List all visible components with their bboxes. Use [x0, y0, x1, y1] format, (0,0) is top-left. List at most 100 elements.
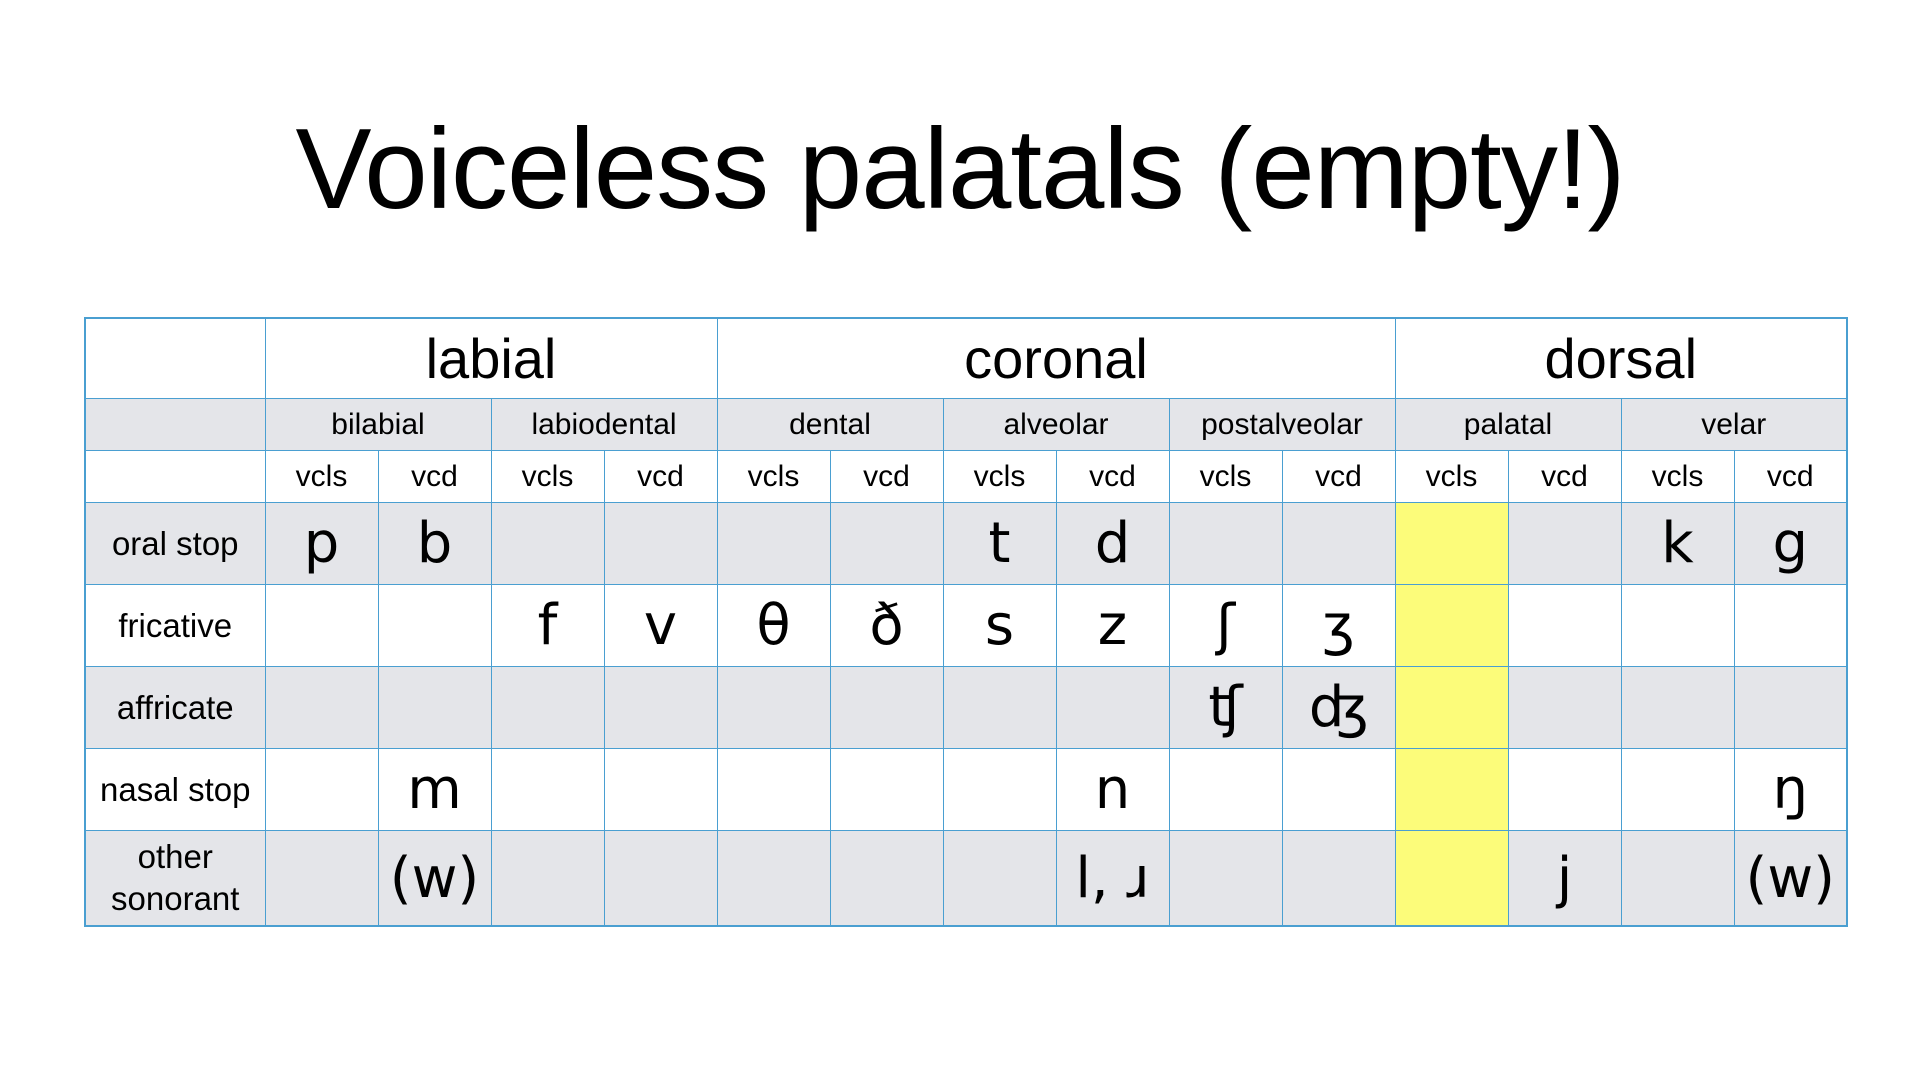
phoneme-cell — [1507, 666, 1622, 749]
voicing-vcd: vcd — [1733, 450, 1848, 503]
highlighted-voiceless-palatal-cell — [1394, 502, 1509, 585]
phoneme-cell — [829, 830, 944, 927]
phoneme-cell — [1281, 748, 1396, 831]
manner-label: oral stop — [84, 502, 266, 585]
subplace-palatal: palatal — [1394, 398, 1622, 451]
voicing-vcls: vcls — [1394, 450, 1509, 503]
subplace-dental: dental — [716, 398, 944, 451]
voicing-vcls: vcls — [490, 450, 605, 503]
phoneme-cell — [716, 748, 831, 831]
phoneme-cell: t — [942, 502, 1057, 585]
phoneme-cell: θ — [716, 584, 831, 667]
phoneme-cell — [1281, 502, 1396, 585]
phoneme-cell — [603, 830, 718, 927]
phoneme-cell — [1168, 830, 1283, 927]
voicing-corner-cell — [84, 450, 266, 503]
subplace-alveolar: alveolar — [942, 398, 1170, 451]
phoneme-cell: (w) — [377, 830, 492, 927]
subplace-bilabial: bilabial — [264, 398, 492, 451]
phoneme-cell — [264, 748, 379, 831]
phoneme-cell — [829, 502, 944, 585]
phoneme-cell — [490, 830, 605, 927]
phoneme-cell — [716, 830, 831, 927]
voicing-vcls: vcls — [1168, 450, 1283, 503]
phoneme-cell — [490, 502, 605, 585]
phoneme-cell: g — [1733, 502, 1848, 585]
voicing-vcd: vcd — [377, 450, 492, 503]
phoneme-cell — [490, 666, 605, 749]
subplace-corner-cell — [84, 398, 266, 451]
phoneme-cell: v — [603, 584, 718, 667]
voicing-vcd: vcd — [603, 450, 718, 503]
phoneme-cell — [1055, 666, 1170, 749]
subplace-velar: velar — [1620, 398, 1848, 451]
phoneme-cell — [1507, 502, 1622, 585]
phoneme-cell — [1507, 584, 1622, 667]
phoneme-cell — [264, 830, 379, 927]
corner-cell — [84, 317, 266, 399]
highlighted-voiceless-palatal-cell — [1394, 748, 1509, 831]
phoneme-cell — [1168, 502, 1283, 585]
phoneme-cell — [716, 502, 831, 585]
phoneme-cell: n — [1055, 748, 1170, 831]
phoneme-cell — [942, 830, 1057, 927]
phoneme-cell — [942, 666, 1057, 749]
phoneme-cell: ʒ — [1281, 584, 1396, 667]
phoneme-cell — [716, 666, 831, 749]
place-dorsal: dorsal — [1394, 317, 1848, 399]
phoneme-cell — [264, 666, 379, 749]
phoneme-cell: j — [1507, 830, 1622, 927]
highlighted-voiceless-palatal-cell — [1394, 666, 1509, 749]
phoneme-cell: ʤ — [1281, 666, 1396, 749]
consonant-chart: labial coronal dorsal bilabial labiodent… — [84, 317, 1848, 927]
place-header-row: labial coronal dorsal — [84, 317, 1848, 399]
subplace-postalveolar: postalveolar — [1168, 398, 1396, 451]
phoneme-cell — [1620, 584, 1735, 667]
phoneme-cell — [377, 584, 492, 667]
phoneme-cell — [377, 666, 492, 749]
voicing-vcd: vcd — [1507, 450, 1622, 503]
phoneme-cell — [1620, 830, 1735, 927]
manner-label: fricative — [84, 584, 266, 667]
phoneme-cell — [1507, 748, 1622, 831]
manner-label: other sonorant — [84, 830, 266, 927]
place-coronal: coronal — [716, 317, 1396, 399]
place-labial: labial — [264, 317, 718, 399]
voicing-vcd: vcd — [1281, 450, 1396, 503]
phoneme-cell: ŋ — [1733, 748, 1848, 831]
phoneme-cell: k — [1620, 502, 1735, 585]
phoneme-cell: b — [377, 502, 492, 585]
phoneme-cell — [1281, 830, 1396, 927]
phoneme-cell — [490, 748, 605, 831]
phoneme-cell: m — [377, 748, 492, 831]
phoneme-cell: p — [264, 502, 379, 585]
voicing-vcls: vcls — [942, 450, 1057, 503]
subplace-labiodental: labiodental — [490, 398, 718, 451]
phoneme-cell — [829, 666, 944, 749]
phoneme-cell — [942, 748, 1057, 831]
phoneme-cell — [1620, 748, 1735, 831]
phoneme-cell: s — [942, 584, 1057, 667]
phoneme-cell: ʧ — [1168, 666, 1283, 749]
highlighted-voiceless-palatal-cell — [1394, 584, 1509, 667]
phoneme-cell: ʃ — [1168, 584, 1283, 667]
phoneme-cell: d — [1055, 502, 1170, 585]
phoneme-cell — [1168, 748, 1283, 831]
phoneme-cell — [1733, 584, 1848, 667]
phoneme-cell — [1620, 666, 1735, 749]
phoneme-cell — [603, 666, 718, 749]
slide-title: Voiceless palatals (empty!) — [295, 106, 1626, 233]
voicing-vcd: vcd — [829, 450, 944, 503]
phoneme-cell: (w) — [1733, 830, 1848, 927]
voicing-header-row: vcls vcd vcls vcd vcls vcd vcls vcd vcls… — [84, 450, 1848, 503]
phoneme-cell — [1733, 666, 1848, 749]
phoneme-cell — [829, 748, 944, 831]
manner-label: nasal stop — [84, 748, 266, 831]
voicing-vcd: vcd — [1055, 450, 1170, 503]
highlighted-voiceless-palatal-cell — [1394, 830, 1509, 927]
